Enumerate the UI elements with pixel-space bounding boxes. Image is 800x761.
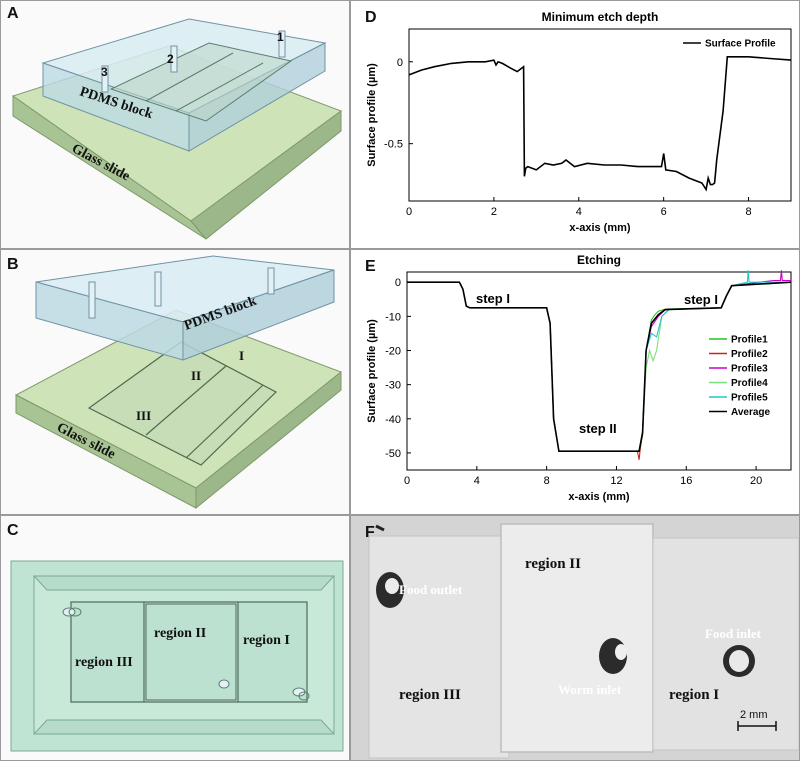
x-tick-label: 8: [544, 475, 550, 487]
plot-frame: [406, 271, 792, 471]
port-label-2: 2: [167, 52, 174, 66]
legend-label: Profile1: [731, 335, 768, 346]
x-tick-label: 2: [491, 206, 497, 218]
photo-label-food-inlet: Food inlet: [705, 626, 762, 641]
glass-slide-side: [195, 370, 342, 510]
series-line-average: [407, 281, 792, 452]
y-tick-label: -0.5: [384, 139, 403, 151]
food-outlet-hole: [376, 572, 404, 608]
region-i-pad: [652, 537, 799, 751]
food-inlet-hole: [723, 645, 755, 677]
region-label-iii: region III: [75, 655, 133, 670]
port-3: [101, 65, 109, 93]
y-tick-label: -20: [385, 346, 401, 358]
glass-slide-side: [190, 110, 342, 240]
photo-label-worm-inlet: Worm inlet: [558, 682, 622, 697]
port-1: [292, 687, 310, 701]
y-axis-label: Surface profile (µm): [366, 63, 378, 167]
legend-label: Profile5: [731, 393, 768, 404]
x-tick-label: 0: [404, 475, 410, 487]
device-3d-exploded: I II III PDMS block Glass slide: [14, 255, 342, 510]
panel-f: region II Food outlet Food inlet region …: [350, 515, 800, 761]
chart-title: Etching: [577, 253, 621, 267]
region-ii-pad: [500, 523, 654, 753]
legend-label: Profile3: [731, 364, 768, 375]
region-label-i: I: [239, 348, 244, 363]
pdms-bevel: [32, 575, 336, 591]
port-1: [278, 30, 286, 58]
panel-label-a: A: [7, 5, 19, 22]
chart-minimum-etch-depth: Minimum etch depth 0 2 4 6 8 0 -0.5 x-axis (mm) S…: [366, 10, 792, 234]
region-label-ii: region II: [154, 626, 206, 641]
chart-title: Minimum etch depth: [542, 10, 659, 24]
x-axis-label: x-axis (mm): [569, 222, 630, 234]
panel-e: E Etching 0 4 8 12 16 20 0 -10 -20 -30 -40 -50 x-axis…: [350, 249, 800, 515]
channel-outline: [70, 601, 308, 703]
device-top-view: region II region I region III: [10, 560, 344, 752]
pdms-bevel-bottom: [32, 719, 336, 735]
panel-c: C region II region I region III: [0, 515, 350, 761]
port-label-1: 1: [277, 30, 284, 44]
device-3d-assembled: 3 2 1 PDMS block Glass slide: [11, 18, 343, 240]
panel-label-d: D: [365, 9, 377, 26]
annotation-step-i-right: step I: [684, 292, 718, 307]
region-label-ii: II: [191, 368, 201, 383]
y-axis-label: Surface profile (µm): [366, 319, 378, 423]
legend-label: Average: [731, 407, 771, 418]
panel-label-b: B: [7, 256, 19, 273]
scale-bar-label: 2 mm: [740, 709, 768, 721]
port-2: [154, 271, 162, 307]
x-tick-label: 16: [680, 475, 692, 487]
series-line-surface-profile: [408, 55, 792, 192]
y-tick-label: -50: [385, 448, 401, 460]
annotation-step-i-left: step I: [476, 291, 510, 306]
panel-label-e: E: [365, 258, 376, 275]
photo-label-region-i: region I: [669, 687, 719, 703]
port-2: [218, 679, 230, 689]
y-tick-label: -40: [385, 414, 401, 426]
y-tick-label: -30: [385, 380, 401, 392]
pdms-block-side: [182, 269, 335, 361]
photo-label-food-outlet: Food outlet: [399, 582, 463, 597]
x-axis-label: x-axis (mm): [568, 491, 629, 503]
port-1: [267, 267, 275, 295]
port-label-3: 3: [101, 65, 108, 79]
legend-label: Profile2: [731, 349, 768, 360]
worm-inlet-hole: [599, 638, 627, 674]
region-label-i: region I: [243, 633, 290, 648]
panel-d: D Minimum etch depth 0 2 4 6 8 0 -0.5 x-axis (mm…: [350, 0, 800, 249]
legend-label: Profile4: [731, 378, 768, 389]
scale-bar: [737, 721, 777, 731]
y-tick-label: 0: [397, 57, 403, 69]
y-tick-label: -10: [385, 311, 401, 323]
x-tick-label: 4: [474, 475, 480, 487]
panel-label-c: C: [7, 522, 19, 539]
port-2: [170, 45, 178, 73]
port-3: [88, 281, 96, 319]
panel-label-f: F: [365, 524, 375, 541]
region-iii-pad: [368, 535, 510, 759]
x-tick-label: 4: [576, 206, 582, 218]
photo-label-region-iii: region III: [399, 687, 461, 703]
device-photo: region II Food outlet Food inlet region …: [351, 516, 799, 760]
x-tick-label: 20: [750, 475, 762, 487]
x-tick-label: 8: [745, 206, 751, 218]
photo-label-region-ii: region II: [525, 556, 581, 572]
y-tick-label: 0: [395, 277, 401, 289]
x-tick-label: 6: [661, 206, 667, 218]
port-3: [62, 607, 82, 617]
chart-etching: Etching 0 4 8 12 16 20 0 -10 -20 -30 -40 -50 x-axis (…: [366, 253, 792, 503]
x-tick-label: 0: [406, 206, 412, 218]
x-tick-label: 12: [610, 475, 622, 487]
panel-b: B I II III PDMS block Glass slide: [0, 249, 350, 515]
annotation-step-ii: step II: [579, 421, 617, 436]
region-label-iii: III: [136, 408, 151, 423]
panel-a: A 3 2 1 PDMS block Glass slide: [0, 0, 350, 249]
plot-frame: [408, 28, 792, 202]
legend-label: Surface Profile: [705, 39, 776, 50]
